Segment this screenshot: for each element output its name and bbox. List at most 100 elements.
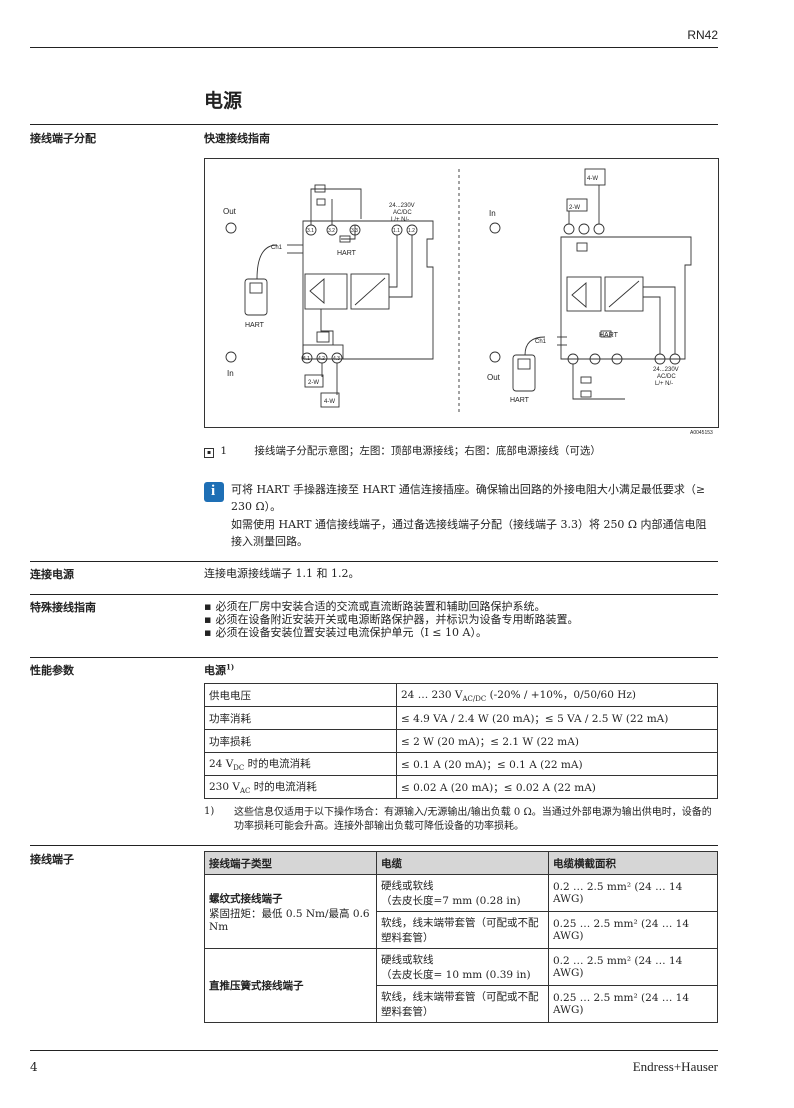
info-icon: i bbox=[204, 482, 224, 502]
diagram-2w: 2-W bbox=[308, 380, 319, 386]
column-header: 电缆横截面积 bbox=[548, 851, 718, 875]
table-cell: 软线，线末端带套管（可配或不配塑料套管） bbox=[376, 985, 549, 1023]
list-item: 必须在设备安装位置安装过电流保护单元（I ≤ 10 A）。 bbox=[204, 626, 578, 639]
table-cell: ≤ 4.9 VA / 2.4 W (20 mA)；≤ 5 VA / 2.5 W … bbox=[396, 706, 718, 731]
diagram-4w: 4-W bbox=[324, 399, 335, 405]
section-rule bbox=[30, 845, 718, 846]
diagram-out-label-right: Out bbox=[487, 373, 501, 382]
table-cell: ≤ 0.1 A (20 mA)；≤ 0.1 A (22 mA) bbox=[396, 752, 718, 777]
table-cell: 0.2 … 2.5 mm² (24 … 14 AWG) bbox=[548, 948, 718, 986]
footer-rule bbox=[30, 1050, 718, 1051]
section-label-terminals: 接线端子 bbox=[30, 853, 74, 866]
subtitle-power: 电源1) bbox=[204, 662, 234, 678]
wiring-diagram-svg: Out In Ch1 HART HART 3.1 3.2 3.3 1.1 1.2… bbox=[223, 168, 692, 414]
diagram-4w-right: 4-W bbox=[587, 176, 598, 182]
diagram-out-label: Out bbox=[223, 207, 237, 216]
terminals-table: 接线端子类型 电缆 电缆横截面积 螺纹式接线端子 紧固扭矩：最低 0.5 Nm/… bbox=[204, 851, 718, 1023]
table-cell: 0.25 … 2.5 mm² (24 … 14 AWG) bbox=[548, 985, 718, 1023]
table-row: 功率损耗 ≤ 2 W (20 mA)；≤ 2.1 W (22 mA) bbox=[204, 729, 718, 754]
table-cell: 螺纹式接线端子 紧固扭矩：最低 0.5 Nm/最高 0.6 Nm bbox=[204, 874, 377, 949]
diagram-in-label-right: In bbox=[489, 209, 496, 218]
section-rule bbox=[30, 657, 718, 658]
diagram-ch1-label: Ch1 bbox=[271, 245, 283, 251]
diagram-supply-right: 24...230V bbox=[653, 367, 679, 373]
cell-text: 24 … 230 V bbox=[401, 689, 463, 701]
table-cell: 功率消耗 bbox=[204, 706, 397, 731]
figure-number: 1 bbox=[220, 445, 228, 457]
diagram-ch1-right: Ch1 bbox=[535, 339, 547, 345]
diagram-acdc: AC/DC bbox=[393, 210, 412, 216]
table-row: 供电电压 24 … 230 VAC/DC (-20% / +10%，0/50/6… bbox=[204, 682, 718, 708]
subtitle-quick-wiring: 快速接线指南 bbox=[204, 132, 270, 145]
figure-id: A0045153 bbox=[690, 430, 713, 436]
diagram-t41: 4.1 bbox=[303, 356, 310, 362]
hart-resistor-text: 如需使用 HART 通信接线端子，通过备选接线端子分配（接线端子 3.3）将 2… bbox=[231, 518, 707, 548]
terminal-type: 螺纹式接线端子 bbox=[209, 892, 283, 905]
section-label-performance: 性能参数 bbox=[30, 664, 74, 677]
power-connection-text: 连接电源接线端子 1.1 和 1.2。 bbox=[204, 567, 360, 580]
section-rule bbox=[30, 594, 718, 595]
figure-caption-row: ▪ 1 接线端子分配示意图；左图：顶部电源接线；右图：底部电源接线（可选） bbox=[204, 443, 601, 458]
diagram-t12: 1.2 bbox=[408, 228, 415, 234]
table-cell: 24 VDC 时的电流消耗 bbox=[204, 752, 397, 777]
terminal-detail: 紧固扭矩：最低 0.5 Nm/最高 0.6 Nm bbox=[209, 907, 370, 933]
table-cell: 硬线或软线 （去皮长度=7 mm (0.28 in) bbox=[376, 874, 549, 912]
diagram-hart-label-2: HART bbox=[337, 250, 357, 257]
table-cell: 供电电压 bbox=[204, 682, 397, 708]
table-row: 230 VAC 时的电流消耗 ≤ 0.02 A (20 mA)；≤ 0.02 A… bbox=[204, 775, 718, 800]
section-label-special-wiring: 特殊接线指南 bbox=[30, 601, 96, 614]
cell-text: 时的电流消耗 bbox=[250, 781, 317, 794]
diagram-hart-right-2: HART bbox=[510, 397, 530, 404]
footnote-text: 这些信息仅适用于以下操作场合：有源输入/无源输出/输出负载 0 Ω。当通过外部电… bbox=[234, 807, 712, 832]
cable-text: 硬线或软线 bbox=[381, 880, 434, 892]
cell-pre: 230 V bbox=[209, 781, 240, 794]
power-table: 供电电压 24 … 230 VAC/DC (-20% / +10%，0/50/6… bbox=[204, 682, 718, 800]
list-item: 必须在厂房中安装合适的交流或直流断路装置和辅助回路保护系统。 bbox=[204, 600, 578, 613]
info-text: 可将 HART 手操器连接至 HART 通信连接插座。确保输出回路的外接电阻大小… bbox=[231, 483, 706, 513]
diagram-t31: 3.1 bbox=[307, 228, 314, 234]
figure-caption: 接线端子分配示意图；左图：顶部电源接线；右图：底部电源接线（可选） bbox=[254, 445, 601, 457]
footnote-number: 1) bbox=[204, 806, 215, 817]
cell-sub: DC bbox=[233, 764, 245, 773]
diagram-lpn: L/+ N/- bbox=[391, 217, 409, 223]
cell-sub: AC/DC bbox=[462, 695, 487, 704]
wiring-diagram: Out In Ch1 HART HART 3.1 3.2 3.3 1.1 1.2… bbox=[204, 158, 719, 428]
diagram-t43: 4.3 bbox=[333, 356, 340, 362]
table-row: 24 VDC 时的电流消耗 ≤ 0.1 A (20 mA)；≤ 0.1 A (2… bbox=[204, 752, 718, 777]
table-cell: 0.25 … 2.5 mm² (24 … 14 AWG) bbox=[548, 911, 718, 949]
page-title: 电源 bbox=[204, 90, 243, 112]
table-cell: 0.2 … 2.5 mm² (24 … 14 AWG) bbox=[548, 874, 718, 912]
subtitle-power-text: 电源 bbox=[204, 664, 226, 677]
diagram-hart-label: HART bbox=[245, 322, 265, 329]
table-cell: 直推压簧式接线端子 bbox=[204, 948, 377, 1023]
table-cell: ≤ 0.02 A (20 mA)；≤ 0.02 A (22 mA) bbox=[396, 775, 718, 800]
table-row: 直推压簧式接线端子 硬线或软线 （去皮长度= 10 mm (0.39 in) 0.… bbox=[204, 948, 718, 1023]
section-rule bbox=[30, 124, 718, 125]
cable-text: 硬线或软线 bbox=[381, 954, 434, 966]
diagram-2w-right: 2-W bbox=[569, 205, 580, 211]
column-header: 接线端子类型 bbox=[204, 851, 377, 875]
table-row: 软线，线末端带套管（可配或不配塑料套管） 0.25 … 2.5 mm² (24 … bbox=[205, 911, 718, 949]
table-row: 功率消耗 ≤ 4.9 VA / 2.4 W (20 mA)；≤ 5 VA / 2… bbox=[204, 706, 718, 731]
table-cell: 功率损耗 bbox=[204, 729, 397, 754]
diagram-acdc-right: AC/DC bbox=[657, 374, 676, 380]
cell-text: 时的电流消耗 bbox=[244, 758, 311, 771]
section-rule bbox=[30, 561, 718, 562]
diagram-hart-right: HART bbox=[599, 332, 619, 339]
diagram-in-label: In bbox=[227, 369, 234, 378]
diagram-supply: 24...230V bbox=[389, 203, 415, 209]
diagram-t32: 3.2 bbox=[328, 228, 335, 234]
table-cell: 230 VAC 时的电流消耗 bbox=[204, 775, 397, 800]
cell-sub: AC bbox=[239, 787, 251, 796]
cable-text-2: （去皮长度=7 mm (0.28 in) bbox=[381, 895, 521, 907]
special-wiring-list: 必须在厂房中安装合适的交流或直流断路装置和辅助回路保护系统。 必须在设备附近安装… bbox=[204, 600, 578, 639]
cable-text-2: （去皮长度= 10 mm (0.39 in) bbox=[381, 969, 531, 981]
table-cell: 软线，线末端带套管（可配或不配塑料套管） bbox=[376, 911, 549, 949]
terminal-type: 直推压簧式接线端子 bbox=[209, 980, 304, 992]
table-cell: 24 … 230 VAC/DC (-20% / +10%，0/50/60 Hz) bbox=[396, 682, 718, 708]
footnote-ref: 1) bbox=[226, 662, 235, 672]
section-label-terminal-assignment: 接线端子分配 bbox=[30, 132, 96, 145]
table-header-row: 接线端子类型 电缆 电缆横截面积 bbox=[204, 851, 718, 875]
page-number: 4 bbox=[30, 1060, 38, 1074]
cell-pre: 24 V bbox=[209, 758, 234, 771]
